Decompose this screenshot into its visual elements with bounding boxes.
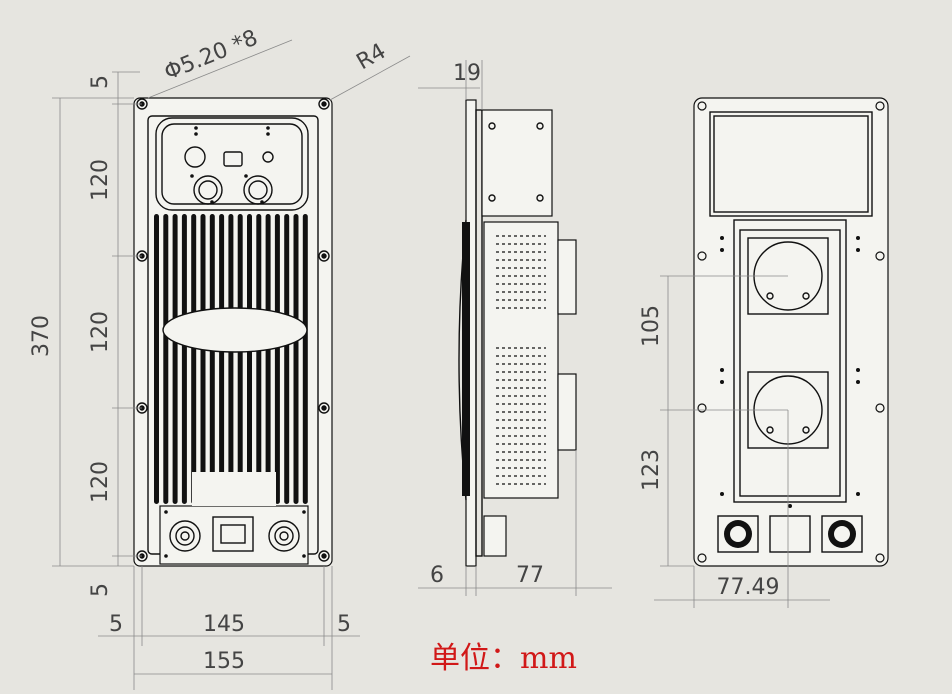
heatsink-fin (228, 214, 234, 504)
heatsink-fin (274, 214, 280, 504)
dim-fan-center-x: 77.49 (717, 575, 780, 600)
power-panel (159, 505, 309, 565)
speakon-right (268, 520, 300, 552)
back-connector-left (717, 515, 759, 553)
dim-total-height: 370 (29, 315, 54, 357)
xlr-input-right (243, 175, 273, 205)
dim-plate: 6 (430, 563, 444, 588)
heatsink-fin (237, 214, 243, 504)
dim-top-margin: 5 (88, 75, 113, 89)
xlr-input-left (193, 175, 223, 205)
unit-label: 单位：mm (430, 641, 577, 676)
front-dimensions (52, 39, 411, 690)
side-dimensions (418, 60, 612, 596)
back-amp-module (733, 219, 847, 503)
dim-hole-span: 145 (203, 612, 245, 637)
speakon-left (169, 520, 201, 552)
heatsink-fin (219, 214, 225, 504)
side-connector (483, 515, 507, 557)
connector-window-inner (161, 123, 303, 205)
back-switch-cutout (769, 515, 811, 553)
heatsink-fin (163, 214, 169, 504)
heatsink-fin (191, 214, 197, 504)
back-view (693, 97, 889, 567)
heatsink-fin (209, 214, 215, 504)
heatsink-fin (200, 214, 206, 504)
heatsink-fin (154, 214, 159, 504)
heatsink-fin (172, 214, 178, 504)
potentiometer-knob (184, 146, 206, 168)
back-connector-cutout (709, 111, 873, 217)
heatsink-fin (181, 214, 187, 504)
led-indicator (262, 151, 274, 163)
heatsink-fin (256, 214, 262, 504)
indicator-square (223, 151, 243, 167)
mounting-holes (136, 98, 330, 562)
heatsink-fin (247, 214, 252, 504)
heatsink-fin (265, 214, 271, 504)
back-dimensions (654, 275, 830, 608)
side-chassis (483, 221, 559, 499)
heatsink-fins (154, 214, 308, 504)
side-bracket (481, 109, 553, 217)
dim-fan-pitch: 105 (639, 305, 664, 347)
heatsink-fin (284, 214, 290, 504)
back-connector-right (821, 515, 863, 553)
side-vent-slots (496, 235, 546, 485)
logo-recess (162, 307, 308, 353)
side-view (458, 99, 577, 567)
dim-pitch-3: 120 (88, 461, 113, 503)
connector-window (155, 117, 309, 211)
dim-flange: 19 (453, 61, 481, 86)
dim-pitch-1: 120 (88, 159, 113, 201)
heatsink-fin (293, 214, 299, 504)
dim-depth: 77 (516, 563, 544, 588)
dim-fan-offset: 123 (639, 449, 664, 491)
dim-pitch-2: 120 (88, 311, 113, 353)
side-heatsink (462, 222, 470, 496)
dim-bottom-margin: 5 (88, 583, 113, 597)
dim-left-margin: 5 (109, 612, 123, 637)
hole-callout: Φ5.20 *8 (161, 26, 262, 86)
heatsink-fin (302, 214, 308, 504)
front-view (133, 97, 333, 567)
dim-right-margin: 5 (337, 612, 351, 637)
power-switch (212, 516, 254, 552)
dim-total-width: 155 (203, 649, 245, 674)
